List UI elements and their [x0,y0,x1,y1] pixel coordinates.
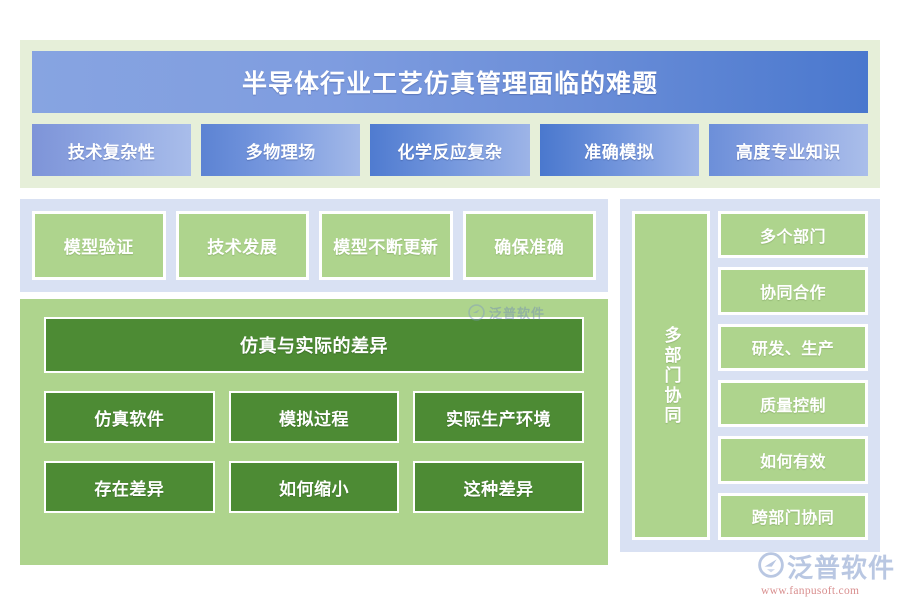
vertical-label-text: 多部门协同 [661,325,681,426]
title-bar: 半导体行业工艺仿真管理面临的难题 [32,51,868,113]
box-label: 模型验证 [63,238,134,257]
box-label: 技术发展 [207,238,278,257]
box-simulation-process[interactable]: 模拟过程 [228,391,400,443]
box-model-validation[interactable]: 模型验证 [32,211,166,280]
list-item-rnd-production[interactable]: 研发、生产 [718,323,868,371]
box-technology-development[interactable]: 技术发展 [175,211,309,280]
chip-expertise[interactable]: 高度专业知识 [708,124,869,176]
list-item-label: 研发、生产 [751,341,835,359]
top-panel: 半导体行业工艺仿真管理面临的难题 技术复杂性 多物理场 化学反应复杂 准确模拟 … [20,40,880,188]
box-continuous-update[interactable]: 模型不断更新 [319,211,453,280]
page-title: 半导体行业工艺仿真管理面临的难题 [241,70,658,98]
simulation-gap-panel: 仿真与实际的差异 仿真软件 模拟过程 实际生产环境 存在差异 如何缩小 这种差异 [20,299,608,565]
banner-simulation-vs-reality[interactable]: 仿真与实际的差异 [44,317,584,373]
cross-department-panel: 多部门协同 多个部门 协同合作 研发、生产 质量控制 如何有效 跨部门协同 [620,199,880,552]
list-item-collaboration[interactable]: 协同合作 [718,267,868,315]
list-item-label: 协同合作 [759,284,826,302]
vertical-label-box[interactable]: 多部门协同 [632,211,710,540]
chip-label: 高度专业知识 [735,142,841,162]
list-item-label: 质量控制 [759,397,826,415]
brand-logo: 泛普软件 www.fanpusoft.com [758,552,895,597]
chip-technical-complexity[interactable]: 技术复杂性 [32,124,192,176]
chip-multiphysics[interactable]: 多物理场 [201,124,361,176]
box-label: 这种差异 [463,479,534,499]
gap-row-2: 存在差异 如何缩小 这种差异 [44,461,585,513]
department-list: 多个部门 协同合作 研发、生产 质量控制 如何有效 跨部门协同 [718,211,868,540]
list-item-how-effective[interactable]: 如何有效 [718,436,868,484]
box-label: 如何缩小 [279,479,349,499]
chip-label: 准确模拟 [584,142,655,162]
chip-label: 化学反应复杂 [397,142,503,162]
banner-label: 仿真与实际的差异 [240,336,388,356]
brand-url: www.fanpusoft.com [761,585,860,597]
brand-logo-main: 泛普软件 [758,552,895,583]
gap-row-1: 仿真软件 模拟过程 实际生产环境 [44,391,585,443]
box-actual-production-environment[interactable]: 实际生产环境 [413,391,585,443]
list-item-label: 跨部门协同 [751,510,835,528]
list-item-cross-department-sync[interactable]: 跨部门协同 [718,492,868,540]
box-label: 模拟过程 [279,409,349,429]
model-validation-panel: 模型验证 技术发展 模型不断更新 确保准确 [20,199,608,292]
box-ensure-accuracy[interactable]: 确保准确 [462,211,596,280]
brand-name: 泛普软件 [787,552,896,583]
chip-chemical-reaction[interactable]: 化学反应复杂 [370,124,530,176]
chip-label: 技术复杂性 [67,142,156,162]
chip-label: 多物理场 [245,142,316,162]
fanpu-logo-icon [758,552,784,583]
challenge-chip-row: 技术复杂性 多物理场 化学反应复杂 准确模拟 高度专业知识 [32,124,869,176]
chip-accurate-simulation[interactable]: 准确模拟 [539,124,699,176]
box-label: 确保准确 [494,238,565,257]
box-this-difference[interactable]: 这种差异 [413,461,585,513]
box-label: 存在差异 [94,479,165,499]
list-item-quality-control[interactable]: 质量控制 [718,379,868,428]
box-label: 实际生产环境 [446,409,552,429]
list-item-multiple-departments[interactable]: 多个部门 [718,211,868,259]
box-difference-exists[interactable]: 存在差异 [44,461,215,513]
box-label: 仿真软件 [94,409,165,429]
box-simulation-software[interactable]: 仿真软件 [44,391,215,443]
box-label: 模型不断更新 [333,238,439,257]
list-item-label: 如何有效 [759,453,826,471]
box-how-to-reduce[interactable]: 如何缩小 [228,461,400,513]
list-item-label: 多个部门 [759,228,826,246]
